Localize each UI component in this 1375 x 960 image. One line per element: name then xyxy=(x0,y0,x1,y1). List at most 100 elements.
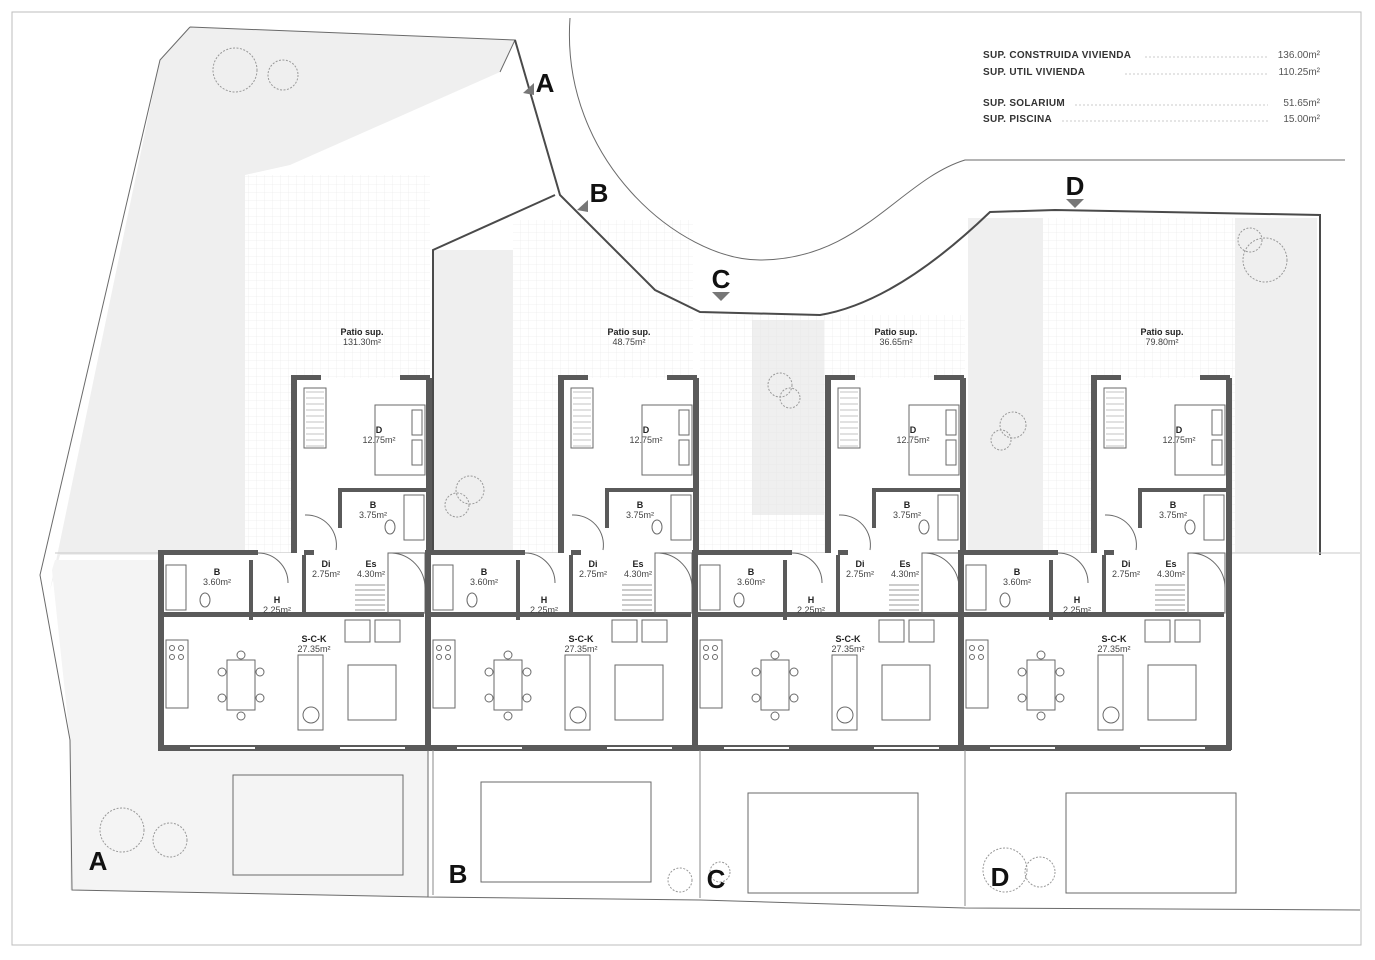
door-swing xyxy=(257,552,289,584)
shower-icon xyxy=(699,564,721,611)
room-area-distributor: 2.75m² xyxy=(312,569,340,579)
room-area-living: 27.35m² xyxy=(297,644,330,654)
wall xyxy=(158,745,431,751)
sofa-icon xyxy=(831,619,935,731)
garden-area xyxy=(50,27,515,590)
wall xyxy=(667,375,697,380)
sofa-icon xyxy=(564,619,668,731)
shower-icon xyxy=(937,494,959,541)
room-area-distributor: 2.75m² xyxy=(1112,569,1140,579)
drawing-frame xyxy=(11,11,1362,946)
wall xyxy=(291,375,321,380)
room-area-distributor: 2.75m² xyxy=(846,569,874,579)
dining-table-icon xyxy=(217,650,265,721)
patio-label: Patio sup. xyxy=(340,327,383,337)
wall xyxy=(302,555,306,615)
room-area-living: 27.35m² xyxy=(564,644,597,654)
wall xyxy=(783,560,787,620)
room-area-stairs: 4.30m² xyxy=(624,569,652,579)
room-label-bedroom: D xyxy=(1176,425,1183,435)
wall xyxy=(425,745,698,751)
wall xyxy=(1104,550,1114,555)
toilet-icon xyxy=(1184,519,1196,535)
garden-area-left xyxy=(52,560,428,897)
kitchen-counter xyxy=(432,639,456,709)
sofa-icon xyxy=(297,619,401,731)
wall xyxy=(696,612,958,617)
house-unit: Patio sup.36.65m²D12.75m²B3.75m²B3.60m²D… xyxy=(692,327,966,751)
patio-label: Patio sup. xyxy=(607,327,650,337)
staircase xyxy=(355,552,426,614)
dining-table-icon xyxy=(484,650,532,721)
dining-table-icon xyxy=(751,650,799,721)
tree-icon xyxy=(99,47,1288,893)
pool-d xyxy=(1065,792,1237,894)
room-label-living: S-C-K xyxy=(1102,634,1127,644)
room-area-bath2: 3.60m² xyxy=(203,577,231,587)
room-area-bedroom: 12.75m² xyxy=(1162,435,1195,445)
room-label-bath2: B xyxy=(1014,567,1021,577)
room-area-bath1: 3.75m² xyxy=(359,510,387,520)
section-label-d-top: D xyxy=(1066,171,1085,201)
door-swing xyxy=(838,514,871,551)
room-area-living: 27.35m² xyxy=(1097,644,1130,654)
plot-boundary-b xyxy=(432,194,556,555)
wall xyxy=(1138,488,1142,528)
room-label-hall: H xyxy=(808,595,815,605)
toilet-icon xyxy=(384,519,396,535)
room-area-bath2: 3.60m² xyxy=(1003,577,1031,587)
house-unit: Patio sup.131.30m²D12.75m²B3.75m²B3.60m²… xyxy=(158,327,432,751)
toilet-icon xyxy=(999,592,1011,608)
pool-c xyxy=(747,792,919,894)
door-swing xyxy=(524,552,556,584)
wall xyxy=(338,488,342,528)
wall xyxy=(162,612,424,617)
wall xyxy=(1102,555,1106,615)
room-area-bath1: 3.75m² xyxy=(1159,510,1187,520)
toilet-icon xyxy=(918,519,930,535)
door-swing xyxy=(1104,514,1137,551)
door-swing xyxy=(791,552,823,584)
pool-b xyxy=(480,781,652,883)
unit-label-a: A xyxy=(89,846,108,876)
room-area-bath2: 3.60m² xyxy=(737,577,765,587)
room-label-hall: H xyxy=(1074,595,1081,605)
wall xyxy=(429,612,691,617)
wall xyxy=(605,488,693,492)
shower-icon xyxy=(403,494,425,541)
house-unit: Patio sup.48.75m²D12.75m²B3.75m²B3.60m²D… xyxy=(425,327,699,751)
wall xyxy=(569,555,573,615)
section-label-c-top: C xyxy=(712,264,731,294)
wall xyxy=(158,550,164,750)
wall xyxy=(934,375,964,380)
room-label-hall: H xyxy=(541,595,548,605)
summary-label-pool: SUP. PISCINA xyxy=(983,114,1052,125)
bed-icon xyxy=(1174,404,1226,476)
patio-area: 131.30m² xyxy=(343,337,381,347)
unit-label-c: C xyxy=(707,864,726,894)
bed-icon xyxy=(908,404,960,476)
staircase xyxy=(1155,552,1226,614)
grey-strip-1 xyxy=(1235,218,1317,553)
room-label-bath1: B xyxy=(1170,500,1177,510)
wall xyxy=(1049,560,1053,620)
bed-icon xyxy=(374,404,426,476)
wall xyxy=(425,550,525,555)
room-area-bedroom: 12.75m² xyxy=(362,435,395,445)
grey-strip-2 xyxy=(968,218,1043,553)
room-area-bedroom: 12.75m² xyxy=(896,435,929,445)
pool-a xyxy=(232,774,404,876)
section-marker-a-icon xyxy=(523,83,534,95)
section-marker-b-icon xyxy=(577,200,588,212)
house-unit: Patio sup.79.80m²D12.75m²B3.75m²B3.60m²D… xyxy=(958,327,1232,751)
room-label-living: S-C-K xyxy=(836,634,861,644)
wall xyxy=(825,375,855,380)
wall xyxy=(872,488,876,528)
door-swing xyxy=(1057,552,1089,584)
wall xyxy=(558,375,588,380)
wall xyxy=(1200,375,1230,380)
summary-value-built: 136.00m² xyxy=(1278,50,1321,61)
room-label-living: S-C-K xyxy=(302,634,327,644)
patio-area: 36.65m² xyxy=(879,337,912,347)
section-label-b-top: B xyxy=(590,178,609,208)
